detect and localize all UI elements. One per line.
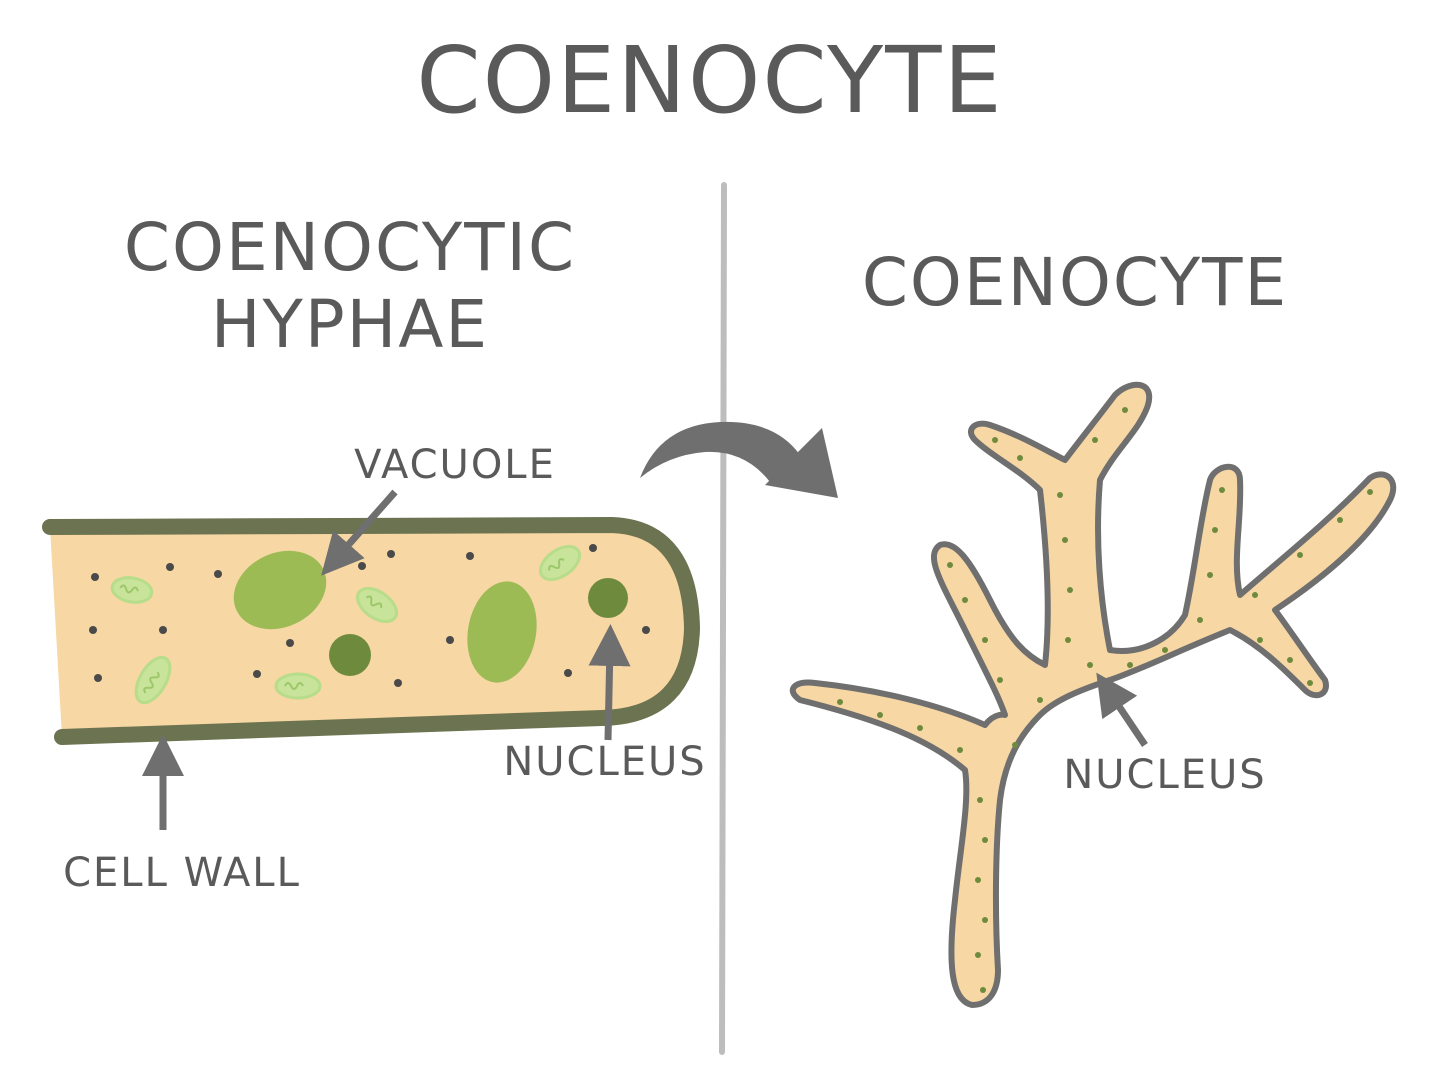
organelle [355, 586, 399, 624]
vacuole-pointer-arrow [321, 489, 398, 576]
nucleus-pointer-arrow-left [588, 624, 631, 741]
coenocyte-illustration [789, 381, 1397, 1008]
coenocyte-body [789, 381, 1397, 1008]
left-heading-line1: COENOCYTIC [124, 209, 576, 286]
vacuole-label: VACUOLE [354, 442, 556, 488]
right-heading: COENOCYTE [862, 244, 1288, 321]
granules [89, 544, 650, 687]
curved-arrow-icon [640, 421, 838, 498]
organelle [274, 672, 322, 700]
cell-wall-label: CELL WALL [63, 850, 301, 896]
center-divider [719, 182, 727, 1055]
coenocyte-nuclei [837, 407, 1373, 993]
vacuole-large-right [467, 581, 537, 683]
hypha-cytoplasm [50, 525, 692, 737]
left-heading-line2: HYPHAE [211, 286, 489, 363]
vacuole-large-left [233, 550, 327, 630]
nucleus-label-right: NUCLEUS [1063, 752, 1266, 798]
main-title: COENOCYTE [416, 27, 1003, 134]
nucleus-pointer-arrow-right [1096, 672, 1148, 747]
hypha-illustration [42, 517, 700, 745]
nucleus-label-left: NUCLEUS [503, 739, 706, 785]
nucleus [588, 578, 628, 618]
nucleus [329, 634, 371, 676]
organelle [110, 576, 154, 604]
hypha-cell-wall [42, 517, 700, 745]
organelle [538, 544, 582, 582]
organelle [134, 655, 172, 705]
